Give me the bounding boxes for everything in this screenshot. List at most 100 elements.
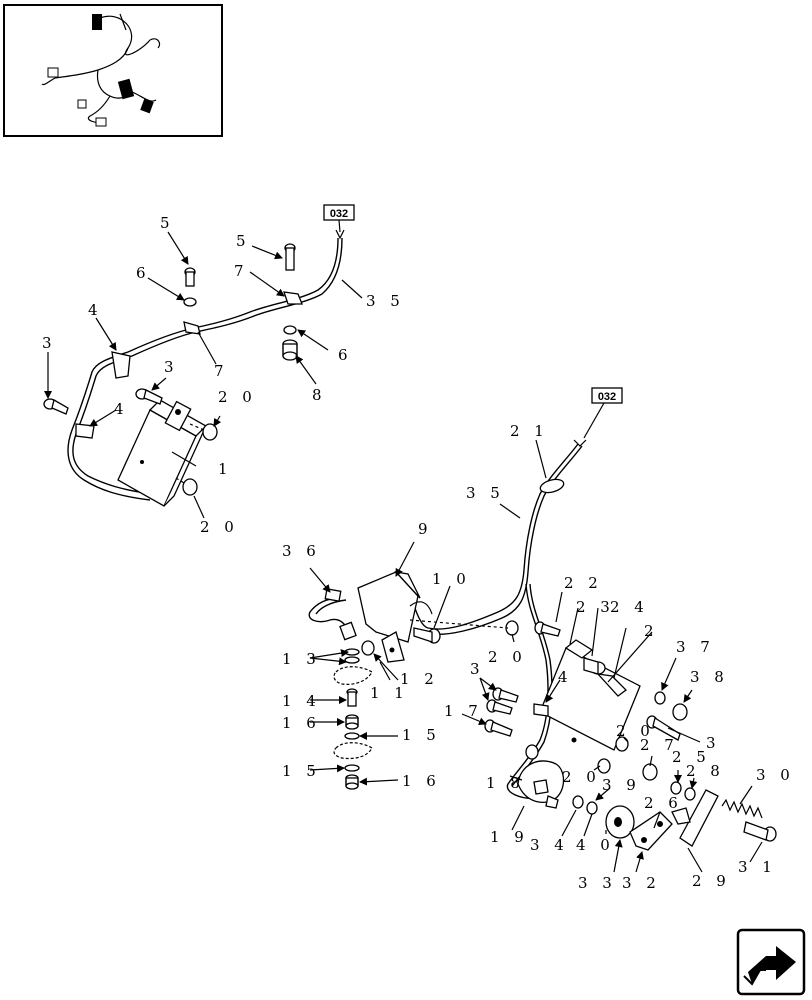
callout: 1 5: [402, 726, 441, 744]
overview-thumbnail: [3, 4, 223, 137]
callout: 2: [644, 622, 659, 640]
harness-clip-upper: [111, 351, 131, 379]
harness-clip-lower: [75, 423, 95, 439]
callout: 3 5: [366, 292, 405, 310]
ref-tag-lower: 032: [583, 387, 623, 439]
callout: 1 0: [432, 570, 471, 588]
callout: 3 3: [578, 874, 617, 892]
callout: 3 6: [282, 542, 321, 560]
bolt-17: [484, 719, 513, 737]
callout: 2 1: [510, 422, 549, 440]
next-page-arrow-icon[interactable]: [736, 928, 806, 996]
svg-text:032: 032: [598, 391, 616, 403]
clip-7-left: [183, 321, 201, 335]
spacer-8: [282, 339, 298, 361]
callout: 2 3: [576, 598, 615, 616]
callout-labels: 5 6 4 3 3 4 7 2 0 1 2 0 5 7 3 5 6 8 2 1 …: [42, 214, 795, 892]
bracket-9: [357, 571, 433, 663]
upper-assembly: [43, 229, 345, 507]
bolt-5-right: [284, 243, 296, 271]
callout: 3 9: [602, 776, 641, 794]
lever-32: [629, 811, 673, 851]
bolt-22: [534, 621, 561, 637]
callout: 1 5: [282, 762, 321, 780]
nut-20-d: [525, 744, 539, 760]
callout: 3: [470, 660, 485, 678]
callout: 1 7: [444, 702, 483, 720]
callout: 2 0: [488, 648, 527, 666]
washer-13-lower: [344, 656, 360, 664]
callout: 2 9: [692, 872, 731, 890]
nut-38: [672, 703, 688, 721]
bolt-3-b: [486, 699, 513, 715]
callout: 3 2: [622, 874, 661, 892]
callout: 1 6: [282, 714, 321, 732]
callout: 3 5: [466, 484, 505, 502]
spacer-27: [642, 763, 658, 781]
svg-text:032: 032: [330, 208, 348, 220]
washer-37: [654, 691, 666, 705]
callout: 4: [88, 301, 103, 319]
callout: 2 7: [640, 736, 679, 754]
spring-30: [721, 798, 763, 819]
washer-28: [684, 787, 696, 801]
sensor-switch-18: [517, 760, 565, 809]
bolt-10: [413, 627, 441, 644]
callout: 3: [42, 334, 57, 352]
callout: 2 8: [686, 762, 725, 780]
callout: 2 6: [644, 794, 683, 812]
spacer-16-lower: [345, 774, 359, 790]
callout: 1 2: [400, 670, 439, 688]
callout: 8: [312, 386, 327, 404]
clip-7-right: [283, 291, 303, 305]
nut-20-b: [615, 736, 629, 752]
callout: 2 2: [564, 574, 603, 592]
callout: 6: [338, 346, 353, 364]
plate-dashed-upper: [333, 666, 373, 685]
control-module: [117, 399, 208, 507]
washer-39: [572, 795, 584, 809]
callout: 7: [214, 362, 229, 380]
callout: 9: [418, 520, 433, 538]
callout: 1 6: [402, 772, 441, 790]
callout: 2 5: [672, 748, 711, 766]
callout: 3 4: [530, 836, 569, 854]
callout: 4: [558, 668, 573, 686]
cam-33: [605, 805, 635, 839]
connector-36: [324, 588, 357, 641]
callout: 7: [234, 262, 249, 280]
lower-harness-wire: [308, 439, 587, 800]
callout: 3 7: [676, 638, 715, 656]
washer-25: [670, 781, 682, 795]
spacer-16-upper: [345, 714, 359, 730]
bolt-5-left: [184, 267, 196, 287]
callout: 2 0: [218, 388, 257, 406]
nut-20-c: [597, 758, 611, 774]
grommet-21: [539, 478, 565, 494]
callout: 1 3: [282, 650, 321, 668]
bolt-3-left: [43, 398, 69, 415]
washer-15-upper: [344, 732, 360, 740]
callout: 1: [218, 460, 233, 478]
callout: 2 4: [610, 598, 649, 616]
callout: 3 8: [690, 668, 729, 686]
callout: 3 1: [738, 858, 777, 876]
bracket-29: [671, 789, 719, 847]
callout: 3: [706, 734, 721, 752]
nut-11: [361, 640, 375, 656]
callout: 3 0: [756, 766, 795, 784]
bolt-3-a: [492, 687, 519, 703]
callout: 1 1: [370, 684, 409, 702]
callout: 5: [160, 214, 175, 232]
washer-15-lower: [344, 764, 360, 772]
callout: 3: [164, 358, 179, 376]
nut-20-upper: [202, 423, 218, 441]
nut-20-lower: [182, 478, 198, 496]
washer-6-left: [183, 297, 197, 307]
leader-lines: [44, 231, 763, 873]
callout: 2 0: [616, 722, 655, 740]
bolt-3-c: [646, 715, 681, 741]
bolt-31: [743, 821, 777, 842]
callout: 4: [114, 400, 129, 418]
